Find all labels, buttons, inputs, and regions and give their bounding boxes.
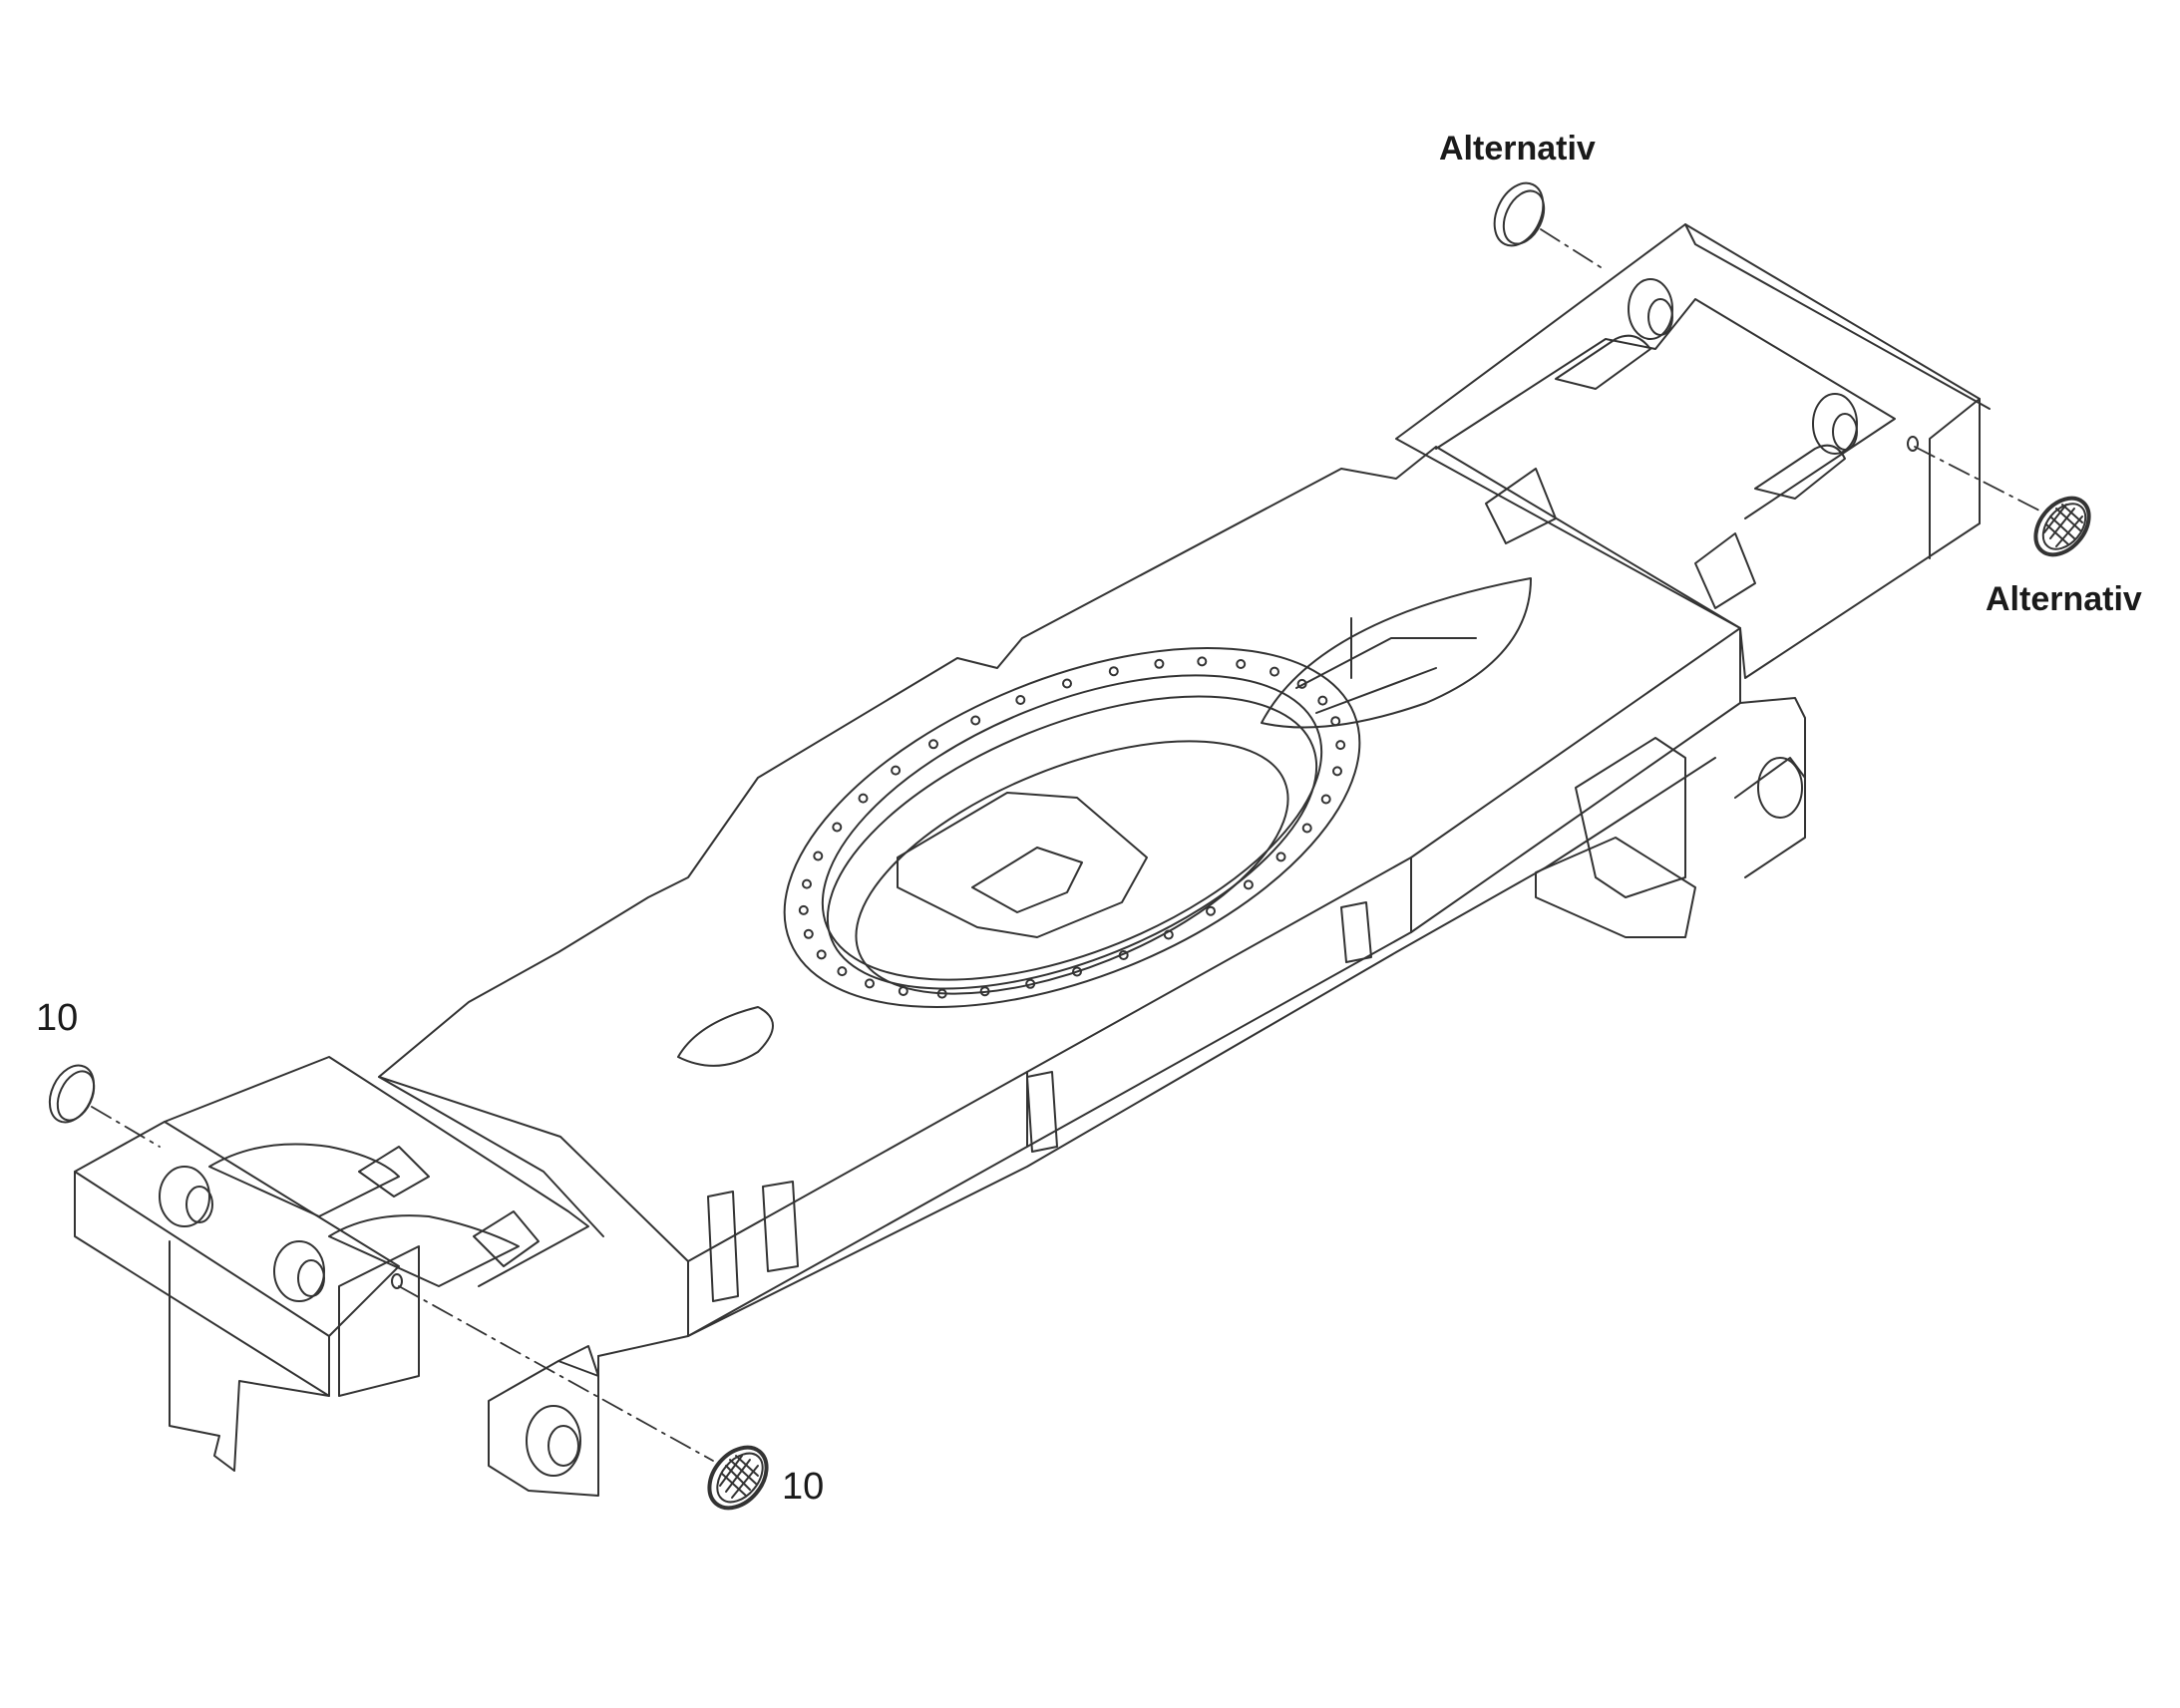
- bolt-hole: [1270, 666, 1279, 677]
- rear-outrigger-housing: [1395, 223, 1991, 679]
- pin-stub: [391, 1273, 403, 1289]
- bolt-hole: [1197, 656, 1208, 667]
- bolt-hole: [979, 986, 990, 997]
- mesh-cover-10-bottom: [707, 1445, 769, 1511]
- front-outrigger-housing: [74, 1056, 604, 1472]
- bolt-hole: [1025, 978, 1036, 989]
- callout-alternativ-right: Alternativ: [1986, 580, 2142, 618]
- side-lug: [762, 1181, 799, 1272]
- bolt-hole: [798, 904, 809, 915]
- bolt-hole: [1243, 879, 1254, 890]
- pin-stub: [1907, 436, 1919, 452]
- callout-10-left: 10: [36, 997, 79, 1039]
- cover-plate-10-left: [48, 1064, 96, 1124]
- top-cutout: [1261, 577, 1532, 729]
- bolt-hole: [1236, 659, 1247, 669]
- bolt-hole: [865, 978, 875, 989]
- bolt-hole: [1118, 950, 1129, 960]
- ring-inner-well: [897, 792, 1148, 938]
- chassis-top-plate: [378, 446, 1741, 1262]
- bolt-hole: [802, 878, 812, 889]
- bolt-hole: [1335, 740, 1346, 751]
- bolt-hole: [1317, 695, 1328, 706]
- bolt-hole: [936, 988, 947, 999]
- rear-bracket: [1535, 697, 1806, 938]
- bolt-hole: [1320, 794, 1331, 805]
- chassis-side-face: [687, 627, 1741, 1337]
- bolt-hole: [1154, 658, 1165, 669]
- bolt-hole: [837, 966, 848, 977]
- bolt-hole: [1301, 823, 1312, 834]
- front-cutout: [677, 1006, 774, 1067]
- bolt-hole: [1015, 695, 1026, 705]
- bolt-hole: [970, 715, 981, 726]
- slewing-ring: [783, 647, 1361, 1008]
- side-lug: [1340, 901, 1372, 963]
- cover-plate-alt-top: [1493, 181, 1546, 247]
- assembly-lines: [91, 228, 2040, 1462]
- bolt-hole: [928, 739, 938, 750]
- bolt-hole: [1072, 966, 1082, 977]
- bolt-hole: [1108, 666, 1119, 677]
- callout-10-bottom: 10: [782, 1466, 825, 1508]
- bolt-hole: [813, 851, 824, 861]
- bolt-hole: [1163, 929, 1174, 940]
- bolt-hole: [1275, 852, 1286, 862]
- bolt-hole: [858, 793, 869, 804]
- ring-inner-slot: [971, 847, 1083, 913]
- bolt-hole: [816, 949, 827, 960]
- bolt-hole: [1206, 905, 1216, 916]
- bolt-hole: [1332, 766, 1342, 777]
- slewing-ring-bolt-holes: [798, 656, 1346, 999]
- front-eye-block: [488, 1345, 599, 1497]
- mesh-cover-alt-right: [2033, 496, 2091, 557]
- bolt-hole: [803, 928, 814, 939]
- callout-alternativ-top: Alternativ: [1439, 130, 1596, 168]
- side-lug: [1026, 1071, 1058, 1153]
- chassis-lower-skirt: [597, 757, 1716, 1357]
- bolt-hole: [891, 765, 902, 776]
- bolt-hole: [1330, 716, 1341, 727]
- bolt-hole: [1062, 678, 1072, 689]
- side-lug: [707, 1191, 739, 1302]
- bolt-hole: [832, 822, 843, 833]
- bolt-hole: [898, 986, 908, 996]
